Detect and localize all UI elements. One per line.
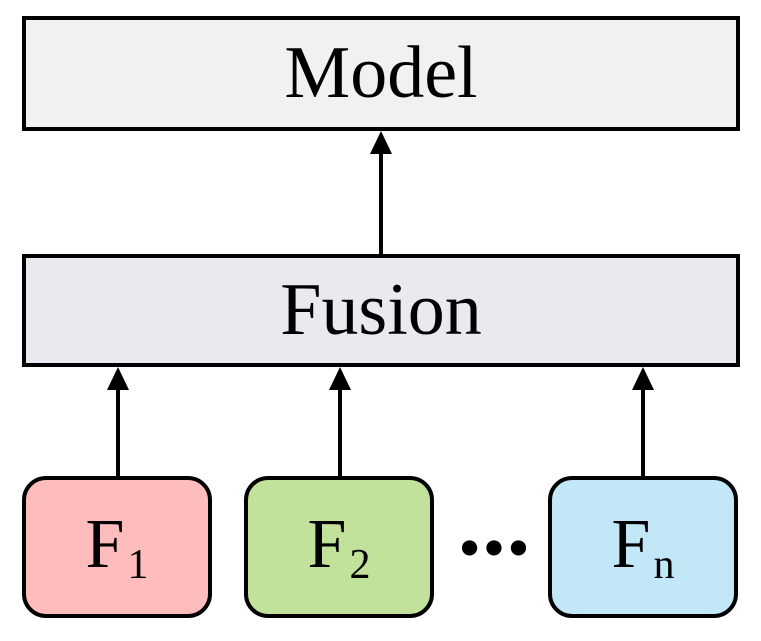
feature-fn-label: Fn <box>611 505 675 589</box>
feature-f2-label: F2 <box>307 505 371 589</box>
arrow-f1-to-fusion <box>107 367 129 476</box>
fusion-label: Fusion <box>280 269 482 351</box>
arrow-f2-to-fusion <box>329 367 351 476</box>
model-box: Model <box>22 16 740 131</box>
fusion-box: Fusion <box>22 254 740 367</box>
ellipsis: ••• <box>458 512 532 583</box>
feature-box-f2: F2 <box>244 476 434 618</box>
feature-box-f1: F1 <box>22 476 212 618</box>
feature-box-fn: Fn <box>548 476 738 618</box>
arrow-fn-to-fusion <box>632 367 654 476</box>
feature-f1-label: F1 <box>85 505 149 589</box>
arrow-fusion-to-model <box>370 131 392 254</box>
model-label: Model <box>284 32 478 114</box>
